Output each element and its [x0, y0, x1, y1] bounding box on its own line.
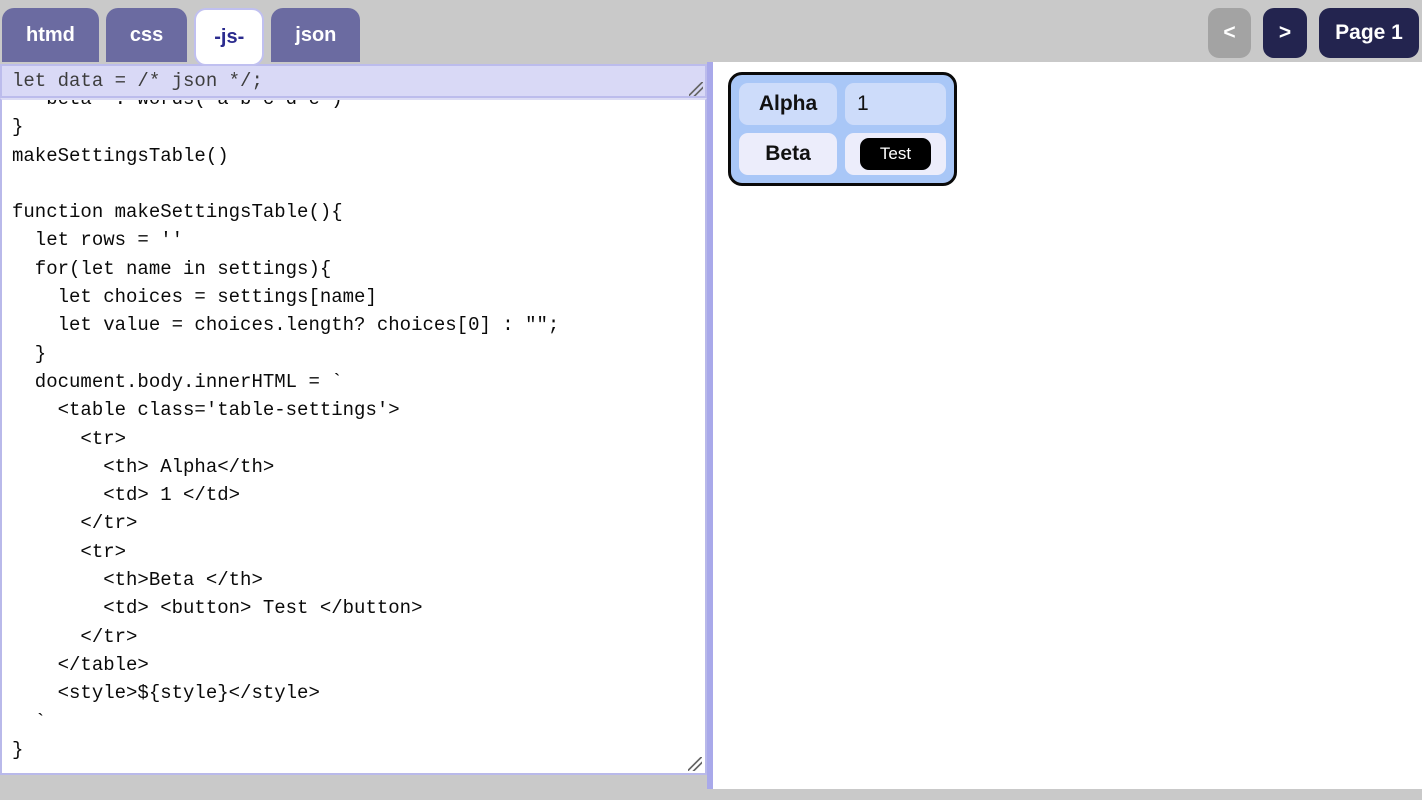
row-value-beta-cell: Test [845, 133, 946, 175]
preview-pane: Alpha 1 Beta Test [707, 62, 1422, 789]
row-header-alpha: Alpha [739, 83, 837, 125]
settings-table: Alpha 1 Beta Test [728, 72, 957, 186]
data-declaration-input[interactable] [0, 64, 707, 98]
code-editor-resize-handle-icon[interactable] [688, 757, 702, 771]
tab-htmd[interactable]: htmd [2, 8, 99, 62]
code-editor-panel [0, 98, 707, 775]
table-row: Alpha 1 [739, 83, 946, 125]
prev-page-button[interactable]: < [1208, 8, 1251, 58]
tab-bar: htmd css -js- json [2, 8, 361, 66]
table-row: Beta Test [739, 133, 946, 175]
row-header-beta: Beta [739, 133, 837, 175]
page-indicator-button[interactable]: Page 1 [1319, 8, 1419, 58]
tab-css[interactable]: css [105, 8, 188, 62]
row-value-alpha: 1 [845, 83, 946, 125]
next-page-button[interactable]: > [1263, 8, 1307, 58]
test-button[interactable]: Test [859, 138, 932, 170]
pager-controls: < > Page 1 [1208, 8, 1419, 58]
tab-json[interactable]: json [271, 8, 361, 62]
js-code-editor[interactable] [2, 100, 702, 773]
tab-js[interactable]: -js- [194, 8, 265, 66]
data-line-resize-handle-icon[interactable] [689, 82, 703, 96]
